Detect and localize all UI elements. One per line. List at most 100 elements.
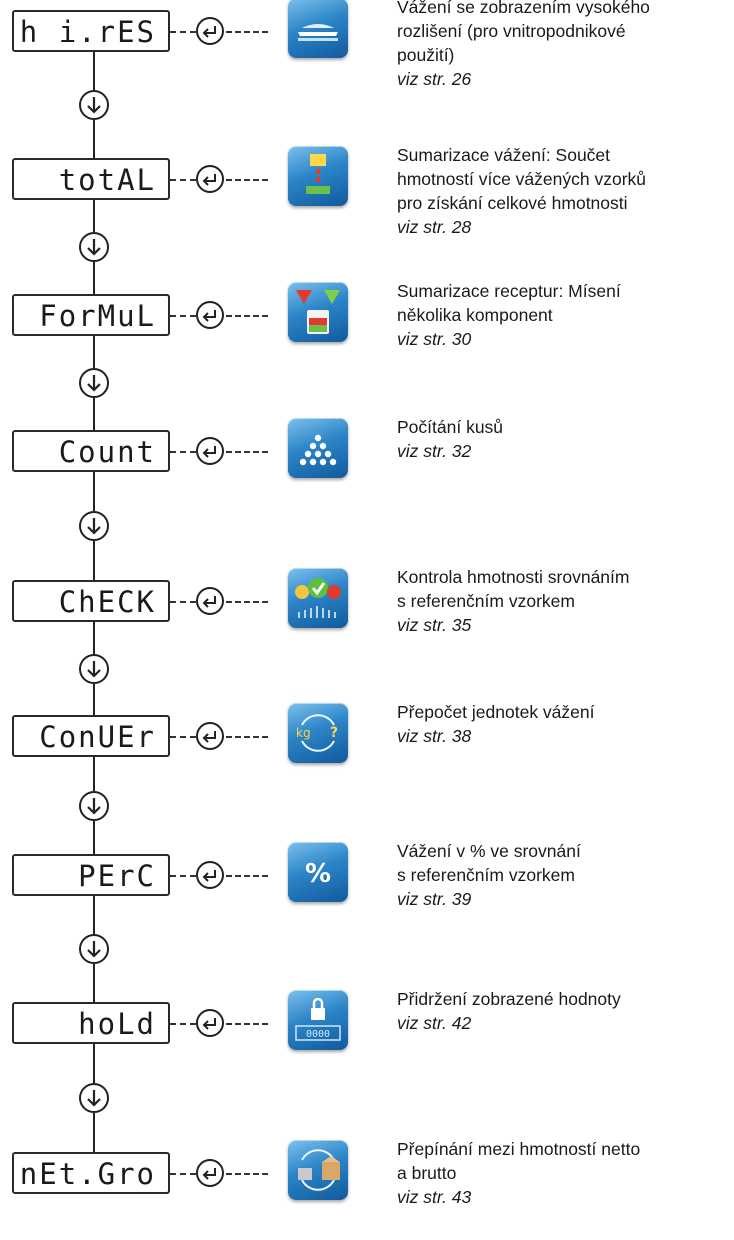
- description-line: Počítání kusů: [397, 417, 504, 437]
- down-arrow-icon[interactable]: [79, 511, 109, 541]
- description-line: Vážení v % ve srovnání: [397, 841, 581, 861]
- description-line: Sumarizace receptur: Mísení: [397, 281, 621, 301]
- enter-key-icon[interactable]: [196, 722, 224, 750]
- enter-key-icon[interactable]: [196, 17, 224, 45]
- flow-connector: [93, 683, 95, 715]
- description-line: rozlišení (pro vnitropodnikové: [397, 21, 626, 41]
- connector-dashed-line: [170, 1023, 196, 1025]
- svg-text:?: ?: [330, 725, 338, 741]
- page-reference: viz str. 32: [397, 441, 472, 461]
- mode-description: Přidržení zobrazené hodnoty viz str. 42: [397, 987, 734, 1035]
- mode-description: Přepínání mezi hmotností netto a brutto vi…: [397, 1137, 734, 1209]
- mode-description: Vážení v % ve srovnání s referenčním vzor…: [397, 839, 734, 911]
- enter-key-icon[interactable]: [196, 165, 224, 193]
- check-weighing-icon[interactable]: [288, 568, 348, 628]
- total-sum-icon[interactable]: [288, 146, 348, 206]
- description-line: Vážení se zobrazením vysokého: [397, 0, 650, 17]
- page-reference: viz str. 35: [397, 615, 472, 635]
- mode-description: Vážení se zobrazením vysokého rozlišení (…: [397, 0, 734, 91]
- down-arrow-icon[interactable]: [79, 232, 109, 262]
- unit-conversion-icon[interactable]: kg?: [288, 703, 348, 763]
- description-line: několika komponent: [397, 305, 553, 325]
- svg-text:0000: 0000: [306, 1029, 330, 1040]
- page-reference: viz str. 28: [397, 217, 472, 237]
- net-gross-icon[interactable]: [288, 1140, 348, 1200]
- mode-row[interactable]: PErC% Vážení v % ve srovnání s referenčním…: [0, 839, 734, 942]
- description-line: hmotností více vážených vzorků: [397, 169, 646, 189]
- mode-row[interactable]: h i.rES Vážení se zobrazením vysokého rozl…: [0, 0, 734, 98]
- connector-dashed-line: [170, 875, 196, 877]
- lcd-display: ConUEr: [12, 715, 170, 757]
- flow-connector: [93, 820, 95, 854]
- connector-dashed-line: [170, 451, 196, 453]
- piece-count-icon[interactable]: [288, 418, 348, 478]
- lcd-display: ChECK: [12, 580, 170, 622]
- percent-weighing-icon[interactable]: %: [288, 842, 348, 902]
- enter-key-icon[interactable]: [196, 1009, 224, 1037]
- description-line: Sumarizace vážení: Součet: [397, 145, 611, 165]
- svg-text:%: %: [305, 859, 331, 889]
- enter-key-icon[interactable]: [196, 437, 224, 465]
- enter-key-icon[interactable]: [196, 587, 224, 615]
- connector-dashed-line: [226, 451, 268, 453]
- hold-value-icon[interactable]: 0000: [288, 990, 348, 1050]
- mode-description: Počítání kusů viz str. 32: [397, 415, 734, 463]
- down-arrow-icon[interactable]: [79, 934, 109, 964]
- lcd-text: Count: [58, 435, 156, 469]
- mode-row[interactable]: Count Počítání kusů viz str. 32: [0, 415, 734, 518]
- connector-dashed-line: [226, 315, 268, 317]
- description-line: a brutto: [397, 1163, 457, 1183]
- description-line: použití): [397, 45, 455, 65]
- flow-connector: [93, 896, 95, 934]
- lcd-text: PErC: [78, 859, 156, 893]
- down-arrow-icon[interactable]: [79, 90, 109, 120]
- mode-description: Sumarizace receptur: Mísení několika komp…: [397, 279, 734, 351]
- connector-dashed-line: [170, 1173, 196, 1175]
- connector-dashed-line: [226, 179, 268, 181]
- description-line: Přepínání mezi hmotností netto: [397, 1139, 641, 1159]
- lcd-text: totAL: [58, 163, 156, 197]
- flow-connector: [93, 622, 95, 654]
- connector-dashed-line: [170, 315, 196, 317]
- down-arrow-icon[interactable]: [79, 368, 109, 398]
- connector-dashed-line: [226, 31, 268, 33]
- flow-connector: [93, 541, 95, 580]
- lcd-text: h i.rES: [19, 15, 156, 49]
- connector-dashed-line: [170, 31, 196, 33]
- down-arrow-icon[interactable]: [79, 653, 109, 684]
- page-reference: viz str. 39: [397, 889, 472, 909]
- flow-connector: [93, 200, 95, 232]
- enter-key-icon[interactable]: [196, 861, 224, 889]
- flow-connector: [93, 262, 95, 294]
- page-reference: viz str. 43: [397, 1187, 472, 1207]
- mode-row[interactable]: totAL Sumarizace vážení: Součet hmotností …: [0, 145, 734, 246]
- flow-connector: [93, 964, 95, 1002]
- connector-dashed-line: [226, 1173, 268, 1175]
- page-reference: viz str. 26: [397, 69, 472, 89]
- flow-connector: [93, 120, 95, 158]
- lcd-display: PErC: [12, 854, 170, 896]
- formula-recipe-icon[interactable]: [288, 282, 348, 342]
- enter-key-icon[interactable]: [196, 301, 224, 329]
- enter-key-icon[interactable]: [196, 1159, 224, 1187]
- connector-dashed-line: [170, 179, 196, 181]
- lcd-text: ChECK: [58, 585, 156, 619]
- connector-dashed-line: [226, 736, 268, 738]
- description-line: s referenčním vzorkem: [397, 865, 575, 885]
- page-reference: viz str. 42: [397, 1013, 472, 1033]
- hires-weighing-icon[interactable]: [288, 0, 348, 58]
- flow-connector: [93, 1113, 95, 1152]
- connector-dashed-line: [170, 601, 196, 603]
- down-arrow-icon[interactable]: [79, 790, 109, 821]
- down-arrow-icon[interactable]: [79, 1083, 109, 1113]
- description-line: Přidržení zobrazené hodnoty: [397, 989, 621, 1009]
- lcd-display: Count: [12, 430, 170, 472]
- svg-text:kg: kg: [296, 726, 311, 740]
